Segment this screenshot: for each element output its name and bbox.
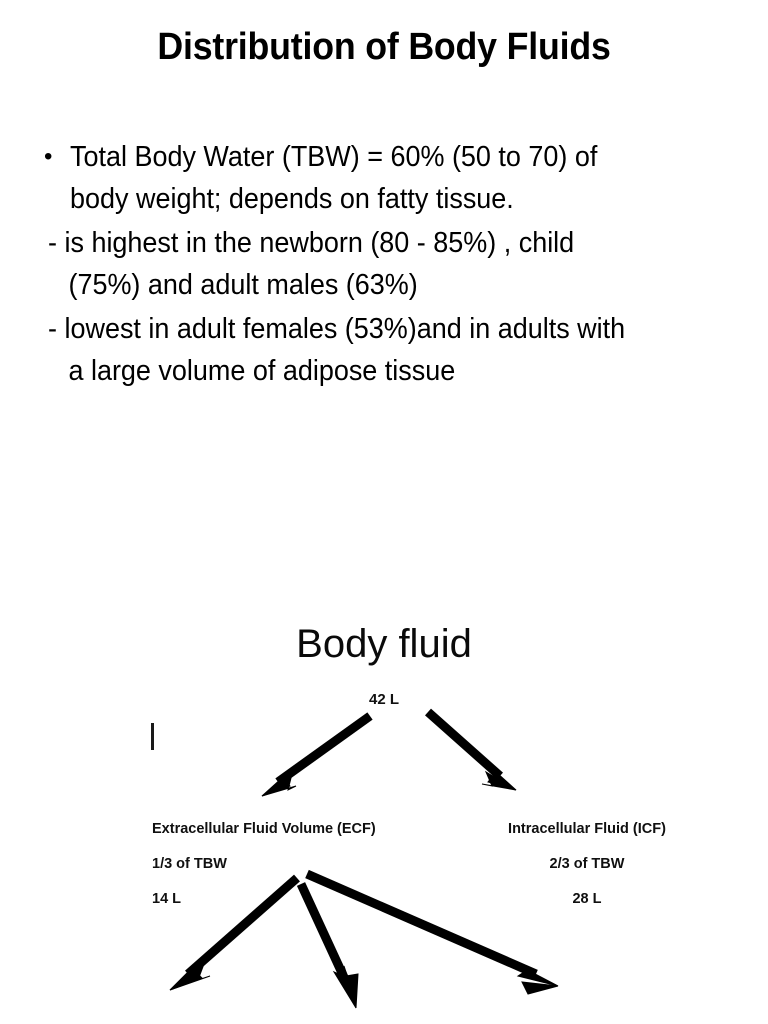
- list-item: - lowest in adult females (53%)and in ad…: [38, 308, 738, 392]
- page-title: Distribution of Body Fluids: [157, 26, 611, 68]
- list-item: - is highest in the newborn (80 - 85%) ,…: [38, 222, 738, 306]
- diagram-node-root-volume: 42 L: [368, 691, 399, 708]
- list-item-line: - lowest in adult females (53%)and in ad…: [48, 313, 626, 345]
- list-item-line: a large volume of adipose tissue: [68, 355, 456, 387]
- diagram-node-ecf-name: Extracellular Fluid Volume (ECF): [152, 821, 376, 837]
- body-text-block: • Total Body Water (TBW) = 60% (50 to 70…: [38, 136, 738, 394]
- list-item-line: - is highest in the newborn (80 - 85%) ,…: [48, 227, 575, 259]
- diagram-node-icf-fraction: 2/3 of TBW: [549, 856, 625, 872]
- diagram-node-icf-name: Intracellular Fluid (ICF): [508, 821, 666, 837]
- arrow-root-to-icf: [425, 708, 517, 791]
- arrow-root-to-ecf: [261, 712, 373, 797]
- list-item-line: (75%) and adult males (63%): [68, 269, 418, 301]
- bullet-marker-icon: •: [44, 143, 53, 170]
- diagram-title: Body fluid: [296, 622, 472, 666]
- list-item: • Total Body Water (TBW) = 60% (50 to 70…: [38, 136, 738, 220]
- list-item-line: Total Body Water (TBW) = 60% (50 to 70) …: [70, 141, 598, 173]
- body-fluid-diagram: Body fluid 42 L: [0, 604, 768, 1024]
- list-item-line: body weight; depends on fatty tissue.: [70, 183, 514, 215]
- stray-tick-mark: [151, 723, 154, 750]
- diagram-node-icf-volume: 28 L: [572, 891, 602, 907]
- diagram-node-ecf-fraction: 1/3 of TBW: [152, 856, 227, 872]
- diagram-node-ecf-volume: 14 L: [152, 891, 182, 907]
- diagram-node-icf: Intracellular Fluid (ICF) 2/3 of TBW 28 …: [462, 812, 712, 917]
- diagram-node-ecf: Extracellular Fluid Volume (ECF) 1/3 of …: [152, 812, 376, 917]
